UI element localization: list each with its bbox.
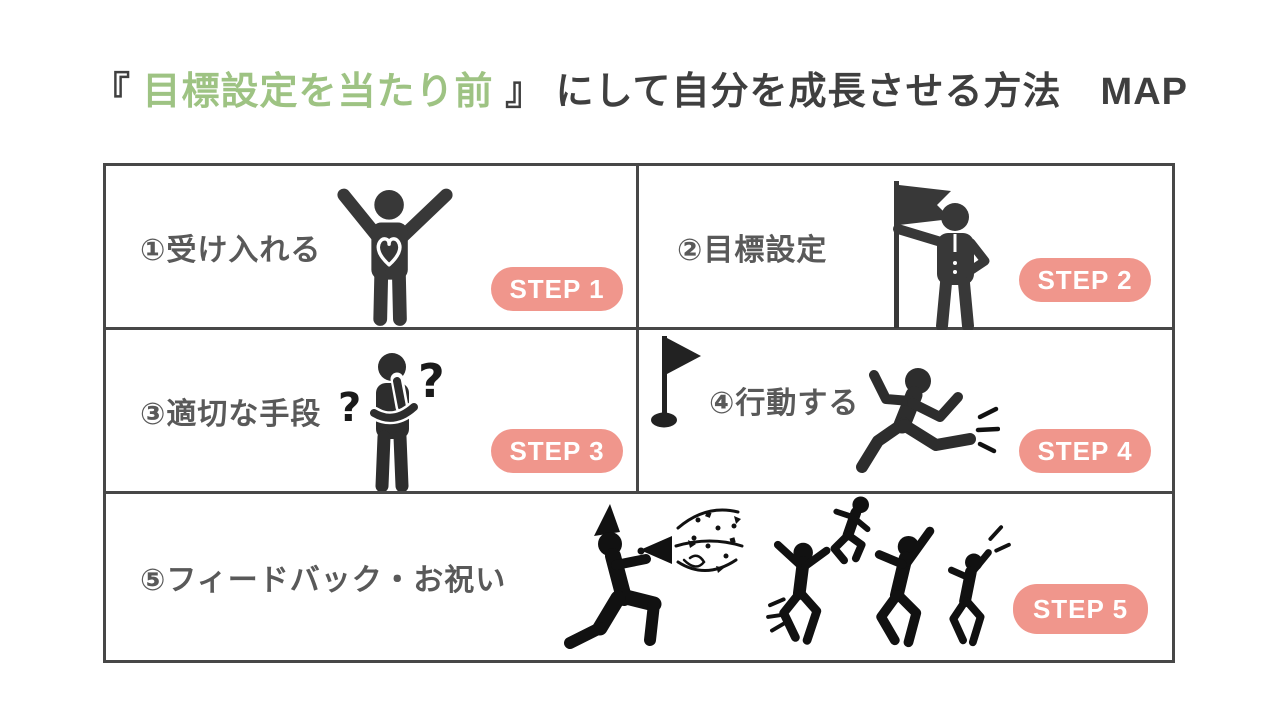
step-3-cell: ③適切な手段 ? ? STEP 3 [106, 330, 639, 494]
title-bracket-open: 『 [91, 71, 143, 113]
step-1-badge: STEP 1 [491, 267, 623, 311]
step-1-label: ①受け入れる [140, 233, 322, 267]
person-open-arms-heart-icon [337, 188, 453, 326]
thinking-person-icon: ? ? [338, 353, 445, 491]
question-mark-icon: ? [338, 385, 361, 431]
motion-lines-icon [766, 525, 1011, 633]
party-horn-person-icon [564, 504, 744, 649]
businessman-with-flag-icon [893, 181, 990, 330]
steps-grid: ①受け入れる STEP 1 ②目標設定 [103, 163, 1175, 663]
jumping-people-icon [766, 496, 1011, 648]
motion-lines-icon [975, 406, 1000, 454]
step-3-label: ③適切な手段 [140, 397, 322, 431]
step-1-cell: ①受け入れる STEP 1 [106, 166, 639, 330]
step-4-cell: ④行動する STEP 4 [639, 330, 1172, 494]
confetti-pieces-icon [688, 511, 741, 573]
step-2-badge: STEP 2 [1019, 258, 1151, 302]
flag-icon [899, 185, 951, 225]
step-5-badge: STEP 5 [1013, 584, 1148, 634]
step-5-label: ⑤フィードバック・お祝い [140, 564, 507, 597]
party-megaphone-icon [640, 536, 672, 564]
step-2-label: ②目標設定 [677, 233, 828, 267]
title-highlight: 目標設定を当たり前 [142, 71, 494, 113]
title-bracket-close: 』 [493, 71, 545, 113]
step-4-badge: STEP 4 [1019, 429, 1151, 473]
party-hat-icon [594, 504, 620, 536]
question-mark-icon: ? [418, 354, 445, 408]
running-person-icon [856, 368, 1000, 473]
title-rest: にして自分を成長させる方法 MAP [544, 71, 1188, 113]
step-4-label: ④行動する [709, 387, 860, 420]
page-title: 『 目標設定を当たり前 』 にして自分を成長させる方法 MAP [0, 60, 1280, 115]
step-2-cell: ②目標設定 STEP 2 [639, 166, 1172, 330]
step-3-badge: STEP 3 [491, 429, 623, 473]
goal-flag-icon [651, 336, 701, 428]
step-5-cell: ⑤フィードバック・お祝い [106, 494, 1172, 660]
heart-icon [376, 237, 402, 267]
